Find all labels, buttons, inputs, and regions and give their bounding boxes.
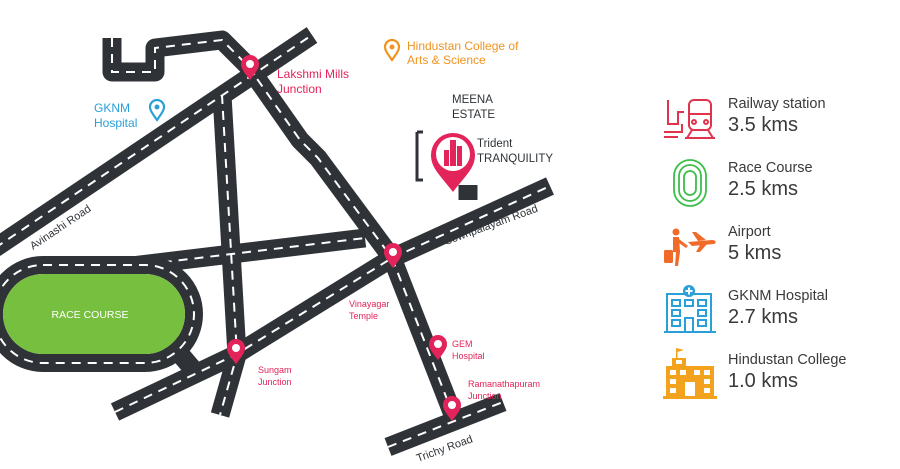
legend-distance: 5 kms — [728, 242, 782, 264]
ramanathapuram-label: Ramanathapuram Junction — [468, 379, 543, 401]
hospital-building-icon — [664, 285, 716, 333]
north-loop-road — [102, 30, 255, 82]
legend-title: Hindustan College — [728, 352, 847, 368]
hindustan-pin — [383, 38, 401, 62]
race-course-label: RACE COURSE — [51, 309, 128, 321]
legend-distance: 3.5 kms — [728, 114, 799, 136]
meena-estate-label: MEENA ESTATE — [452, 94, 495, 121]
legend-item-race-course: Race Course 2.5 kms — [662, 156, 892, 216]
legend-item-railway: Railway station 3.5 kms — [662, 92, 892, 152]
vinayagar-label: Vinayagar Temple — [349, 299, 392, 321]
legend-distance: 1.0 kms — [728, 370, 799, 392]
airport-icon — [664, 228, 716, 266]
trident-label: Trident TRANQUILITY — [477, 138, 553, 165]
legend-item-hindustan-college: Hindustan College 1.0 kms — [662, 348, 892, 408]
legend-distance: 2.5 kms — [728, 178, 799, 200]
race-course: RACE COURSE — [0, 256, 203, 372]
gknm-pin — [148, 98, 166, 122]
legend-title: Railway station — [728, 96, 826, 112]
legend-distance: 2.7 kms — [728, 306, 799, 328]
gem-label: GEM Hospital — [452, 339, 485, 361]
legend-title: Race Course — [728, 160, 813, 176]
gknm-label: GKNM Hospital — [94, 101, 137, 130]
legend-item-gknm-hospital: GKNM Hospital 2.7 kms — [662, 284, 892, 344]
legend-item-airport: Airport 5 kms — [662, 220, 892, 280]
hindustan-label: Hindustan College of Arts & Science — [407, 39, 522, 67]
sungam-label: Sungam Junction — [258, 365, 294, 387]
train-icon — [664, 99, 715, 139]
college-building-icon — [663, 348, 717, 399]
trident-tranquility-pin — [415, 130, 475, 192]
race-track-icon — [673, 159, 707, 207]
lakshmi-mills-label: Lakshmi Mills Junction — [277, 67, 352, 96]
legend-title: Airport — [728, 224, 771, 240]
legend-title: GKNM Hospital — [728, 288, 828, 304]
